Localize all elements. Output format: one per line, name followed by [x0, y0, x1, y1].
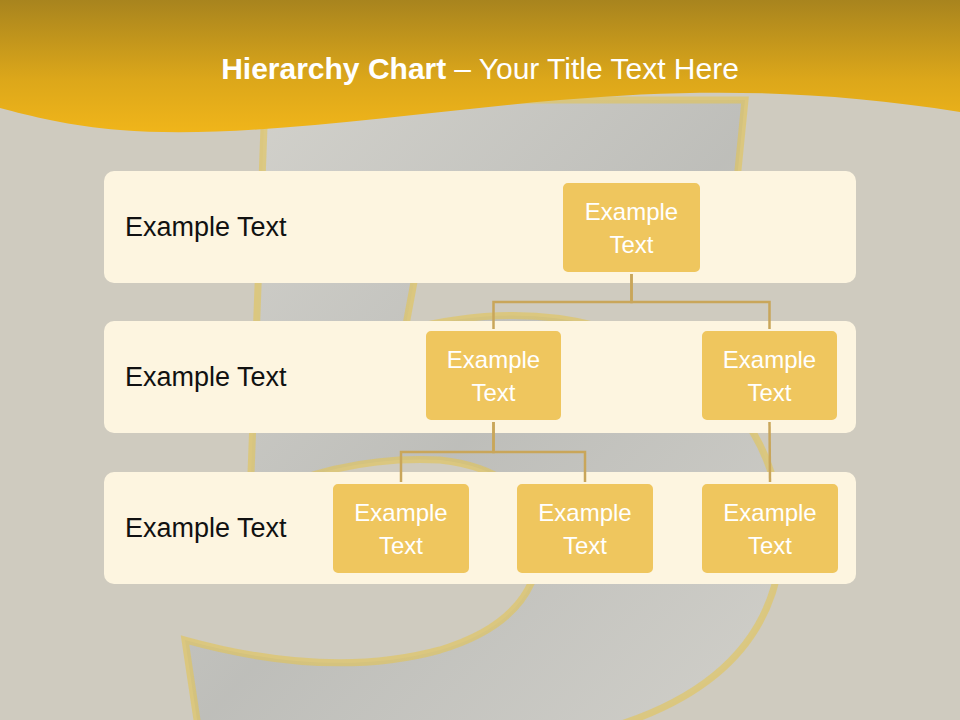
- box-text: Example Text: [710, 343, 829, 409]
- level-band: Example Text Example Text Example Text Exam…: [104, 472, 856, 584]
- title-subtext: – Your Title Text Here: [454, 52, 739, 86]
- connector: [401, 422, 494, 482]
- org-box: Example Text: [424, 329, 563, 422]
- level-name: Example Text: [125, 362, 287, 393]
- org-box: Example Text: [561, 181, 702, 274]
- level-band: Example Text Example Text: [104, 171, 856, 283]
- org-box: Example Text: [700, 482, 840, 575]
- org-box: Example Text: [331, 482, 471, 575]
- level-band: Example Text Example Text Example Text: [104, 321, 856, 433]
- connector: [494, 422, 586, 482]
- connector: [768, 422, 771, 482]
- level-name: Example Text: [125, 212, 287, 243]
- slide-title: Hierarchy Chart: [221, 52, 446, 86]
- box-text: Example Text: [571, 195, 692, 261]
- org-box: Example Text: [515, 482, 655, 575]
- connector: [494, 274, 632, 329]
- title-bar: Hierarchy Chart– Your Title Text Here: [0, 52, 960, 86]
- box-text: Example Text: [434, 343, 553, 409]
- box-text: Example Text: [710, 496, 830, 562]
- title-banner: [0, 0, 960, 132]
- box-text: Example Text: [525, 496, 645, 562]
- connector: [632, 274, 770, 329]
- org-box: Example Text: [700, 329, 839, 422]
- level-name: Example Text: [125, 513, 287, 544]
- box-text: Example Text: [341, 496, 461, 562]
